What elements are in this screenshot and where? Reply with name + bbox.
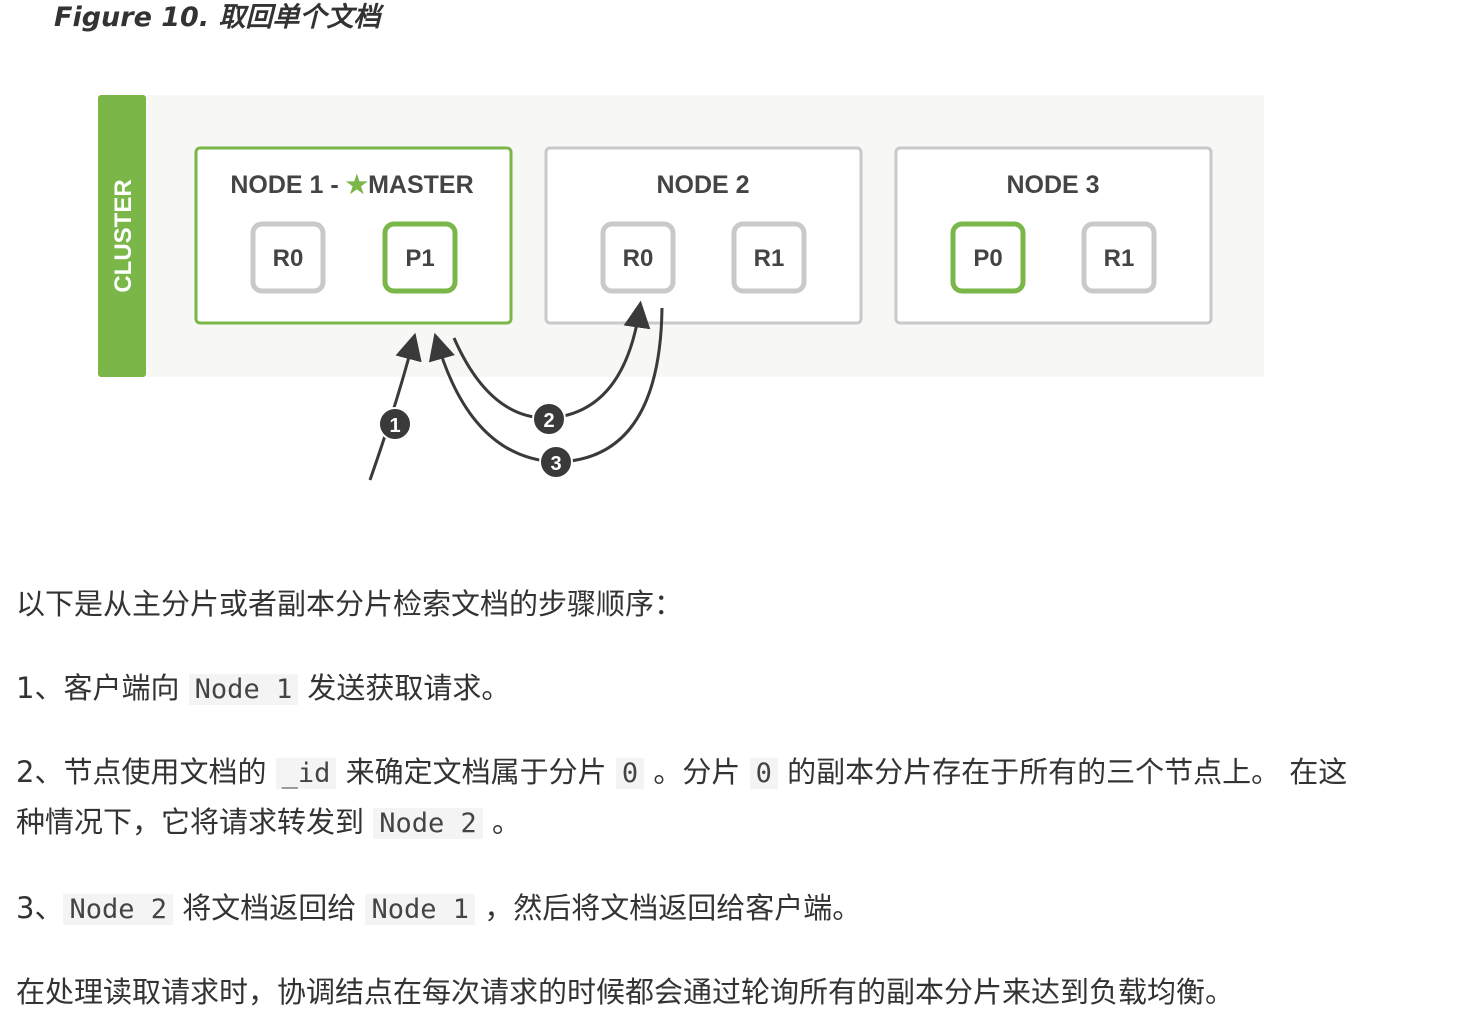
text-span: 。 [482, 805, 521, 839]
code-shard-0: 0 [749, 758, 778, 789]
cluster-diagram: CLUSTER NODE 1 - ★MASTER R0 P1 NODE 2 R0… [98, 95, 1213, 481]
shard-label: P0 [973, 245, 1002, 272]
text-span: 的副本分片存在于所有的三个节点上。 在这 [777, 755, 1348, 789]
node-3-title: NODE 3 [1006, 171, 1099, 199]
text-span: 种情况下，它将请求转发到 [16, 805, 374, 839]
step-badge-2: 2 [532, 402, 566, 436]
shard-p1-node1 [382, 221, 458, 294]
step-2-line-2: 种情况下，它将请求转发到 Node 2 。 [16, 798, 1347, 848]
text-span: 1、客户端向 [16, 671, 189, 705]
load-balancing-paragraph: 在处理读取请求时，协调结点在每次请求的时候都会通过轮询所有的副本分片来达到负载均… [16, 975, 1235, 1009]
shard-p0-node3 [950, 221, 1026, 294]
text-span: 2、节点使用文档的 [16, 755, 276, 789]
shard-label: R0 [623, 245, 654, 272]
shard-label: R1 [754, 245, 785, 272]
code-node-1: Node 1 [188, 674, 299, 705]
node-1-title: NODE 1 - ★MASTER [230, 171, 473, 199]
text-span: 将文档返回给 [173, 891, 366, 925]
step-2-line-1: 2、节点使用文档的 _id 来确定文档属于分片 0 。分片 0 的副本分片存在于… [16, 748, 1347, 798]
code-shard-0: 0 [615, 758, 645, 789]
step-1-paragraph: 1、客户端向 Node 1 发送获取请求。 [16, 664, 510, 714]
text-span: 来确定文档属于分片 [336, 755, 616, 789]
node-1: NODE 1 - ★MASTER R0 P1 [194, 146, 513, 325]
step-number: 1 [389, 415, 400, 437]
code-node-1: Node 1 [365, 894, 475, 925]
cluster-label: CLUSTER [110, 179, 137, 292]
star-icon: ★ [346, 171, 369, 199]
code-node-2: Node 2 [63, 894, 173, 925]
shard-label: R1 [1104, 245, 1135, 272]
text-span: 发送获取请求。 [298, 671, 511, 705]
figure-caption: Figure 10. 取回单个文档 [54, 2, 381, 33]
shard-r1-node3 [1081, 221, 1157, 294]
step-badge-1: 1 [378, 407, 412, 441]
step-2-paragraph: 2、节点使用文档的 _id 来确定文档属于分片 0 。分片 0 的副本分片存在于… [16, 748, 1347, 848]
step-3-paragraph: 3、Node 2 将文档返回给 Node 1 ，然后将文档返回给客户端。 [16, 884, 861, 934]
node-1-title-prefix: NODE 1 - [230, 171, 345, 199]
cluster-bar [98, 95, 146, 377]
node-2: NODE 2 R0 R1 [544, 146, 863, 325]
text-span: ，然后将文档返回给客户端。 [474, 891, 862, 925]
shard-label: P1 [405, 245, 434, 272]
shard-r1-node2 [731, 221, 807, 294]
intro-paragraph: 以下是从主分片或者副本分片检索文档的步骤顺序： [16, 587, 684, 621]
step-number: 3 [550, 453, 561, 475]
node-2-title: NODE 2 [656, 171, 749, 199]
step-badge-3: 3 [539, 445, 573, 479]
code-node-2: Node 2 [373, 808, 483, 839]
step-number: 2 [543, 410, 554, 432]
shard-r0-node1 [250, 221, 326, 294]
text-span: 3、 [16, 891, 64, 925]
node-3: NODE 3 P0 R1 [894, 146, 1213, 325]
shard-label: R0 [273, 245, 304, 272]
arrow-step-1 [368, 332, 422, 481]
node-1-title-suffix: MASTER [368, 171, 474, 199]
text-span: 。分片 [644, 755, 750, 789]
code-id: _id [275, 758, 337, 789]
shard-r0-node2 [600, 221, 676, 294]
